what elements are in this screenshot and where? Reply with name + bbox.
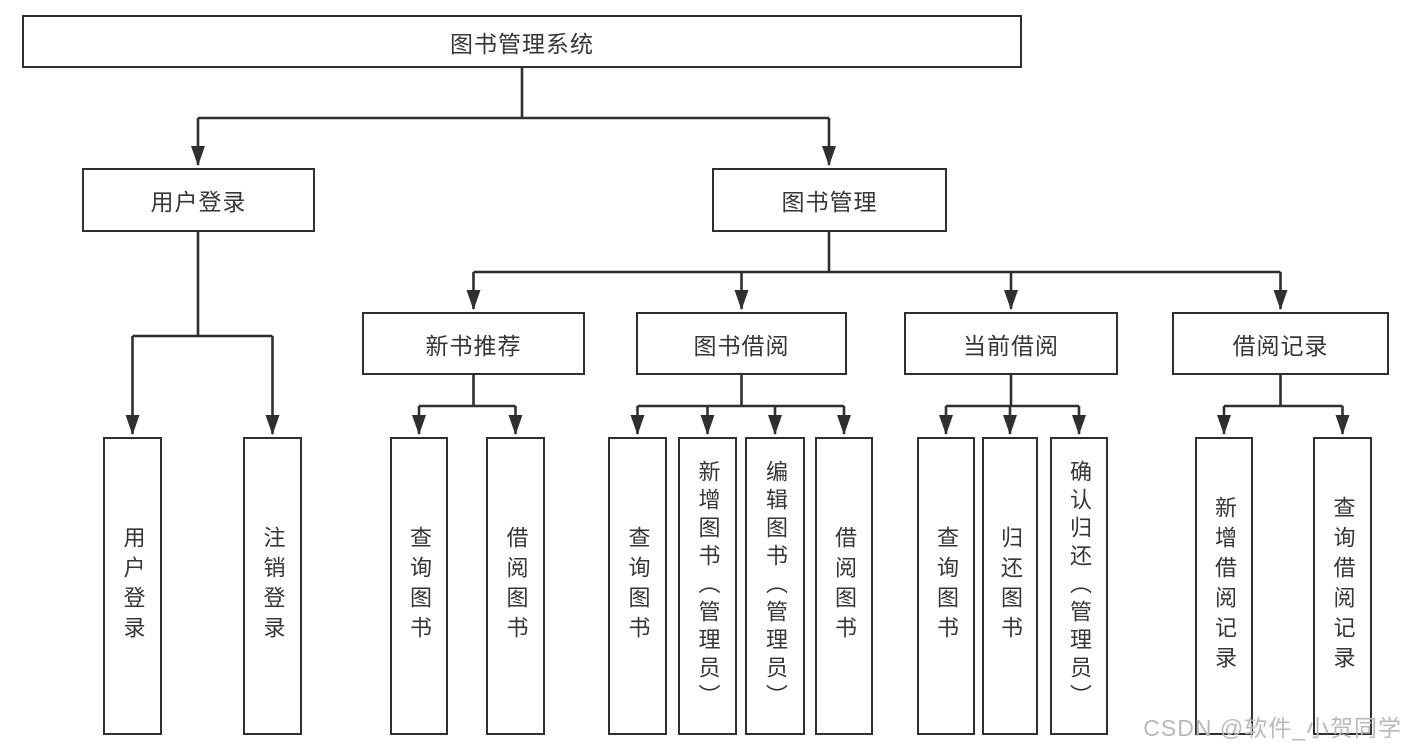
leaf-confirm-return-admin-label: 确认归还（管理员） [1067,460,1092,712]
node-root-label: 图书管理系统 [450,30,594,57]
node-user-login: 用户登录 [82,168,315,232]
node-current-borrowing-label: 当前借阅 [963,332,1059,359]
leaf-query-books-1-label: 查询图书 [407,526,432,646]
leaf-confirm-return-admin: 确认归还（管理员） [1050,437,1108,735]
leaf-query-books-3-label: 查询图书 [934,526,959,646]
leaf-query-books-2: 查询图书 [608,437,667,735]
leaf-return-book: 归还图书 [982,437,1038,735]
node-new-book-recommendation: 新书推荐 [362,312,585,375]
leaf-add-borrow-record-label: 新增借阅记录 [1212,496,1237,676]
leaf-logout: 注销登录 [243,437,302,735]
leaf-add-book-admin: 新增图书（管理员） [678,437,737,735]
leaf-query-borrow-record: 查询借阅记录 [1313,437,1372,735]
leaf-return-book-label: 归还图书 [998,526,1023,646]
node-current-borrowing: 当前借阅 [904,312,1118,375]
csdn-watermark: CSDN @软件_小贺同学 [1143,715,1402,741]
node-borrowing-records: 借阅记录 [1172,312,1389,375]
node-book-management: 图书管理 [712,168,947,232]
leaf-query-borrow-record-label: 查询借阅记录 [1330,496,1356,676]
leaf-borrow-books-1: 借阅图书 [486,437,545,735]
node-book-borrowing: 图书借阅 [636,312,847,375]
node-root: 图书管理系统 [22,15,1022,68]
node-new-book-recommendation-label: 新书推荐 [425,332,522,359]
leaf-edit-book-admin: 编辑图书（管理员） [745,437,805,735]
leaf-query-books-2-label: 查询图书 [625,526,651,646]
leaf-logout-label: 注销登录 [260,526,286,646]
node-book-borrowing-label: 图书借阅 [693,332,790,359]
leaf-borrow-books-1-label: 借阅图书 [503,526,529,646]
leaf-user-login: 用户登录 [103,437,162,735]
leaf-borrow-books-2: 借阅图书 [815,437,873,735]
node-book-management-label: 图书管理 [781,189,878,215]
leaf-borrow-books-2-label: 借阅图书 [832,526,857,646]
leaf-add-book-admin-label: 新增图书（管理员） [695,460,721,712]
node-borrowing-records-label: 借阅记录 [1232,332,1329,359]
leaf-add-borrow-record: 新增借阅记录 [1195,437,1253,735]
node-user-login-label: 用户登录 [150,189,247,215]
leaf-user-login-label: 用户登录 [120,526,146,646]
leaf-query-books-3: 查询图书 [917,437,975,735]
leaf-edit-book-admin-label: 编辑图书（管理员） [763,460,788,712]
leaf-query-books-1: 查询图书 [390,437,448,735]
